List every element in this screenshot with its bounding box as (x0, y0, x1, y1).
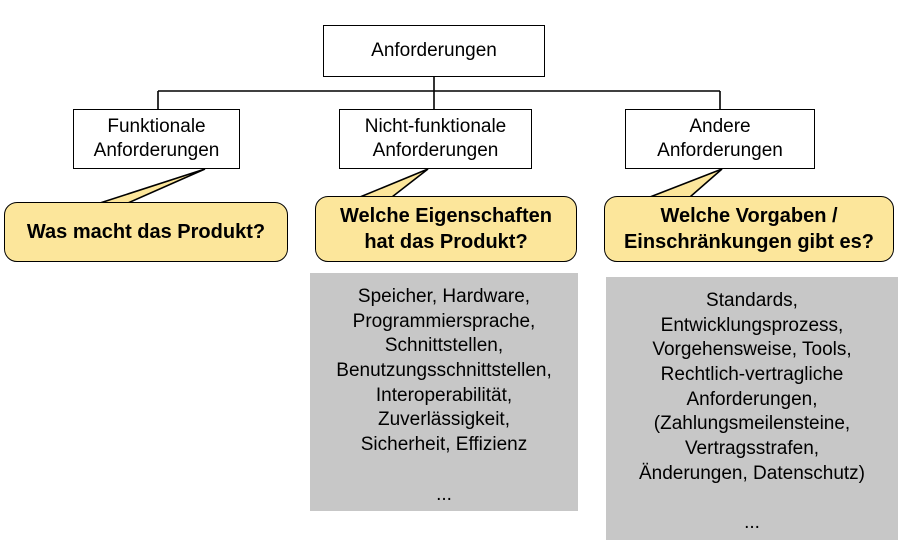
details-nicht-funktionale-anforderungen: Speicher, Hardware, Programmiersprache, … (310, 273, 578, 511)
node-andere-anforderungen[interactable]: Andere Anforderungen (625, 109, 815, 169)
details-andere-anforderungen: Standards, Entwicklungsprozess, Vorgehen… (606, 277, 898, 540)
callout-nicht-funktionale-anforderungen: Welche Eigenschaften hat das Produkt? (315, 196, 577, 262)
node-funktionale-anforderungen[interactable]: Funktionale Anforderungen (73, 109, 240, 169)
callout-funktionale-anforderungen: Was macht das Produkt? (4, 202, 288, 262)
callout-tail-other (649, 168, 723, 198)
node-anforderungen[interactable]: Anforderungen (323, 25, 545, 77)
node-nicht-funktionale-anforderungen[interactable]: Nicht-funktionale Anforderungen (339, 109, 532, 169)
callout-tail-functional (99, 168, 206, 204)
callout-tail-nonfunctional (359, 168, 429, 198)
callout-andere-anforderungen: Welche Vorgaben / Einschränkungen gibt e… (604, 196, 894, 262)
